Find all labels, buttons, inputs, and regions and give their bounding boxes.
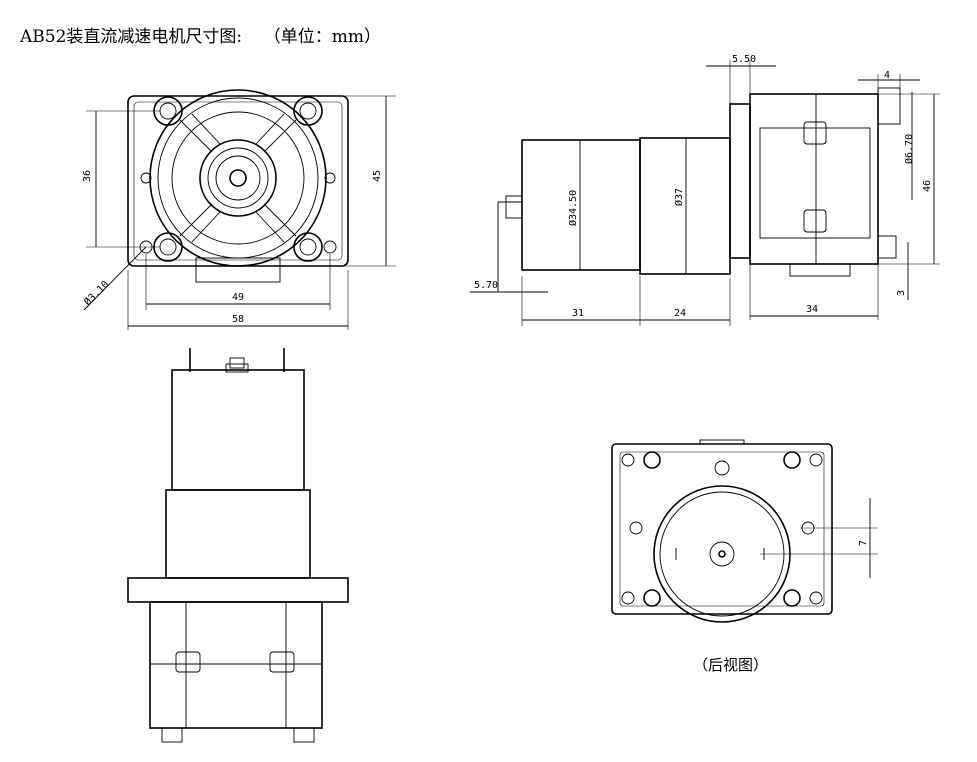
dim-side-shaft-len: 4 [884, 70, 890, 81]
dim-side-base: 3 [896, 290, 907, 296]
dim-side-terminal: 5.70 [474, 280, 498, 291]
page-title: AB52装直流减速电机尺寸图: （单位：mm） [20, 27, 381, 47]
top-view [127, 348, 349, 743]
dim-front-hole-dia: Ø3.10 [82, 278, 112, 308]
back-view: 7 [611, 439, 878, 623]
dim-front-width-inner: 49 [232, 292, 244, 303]
side-view: 5.50 4 Ø6.70 46 3 Ø34.50 Ø37 5.70 31 24 … [470, 54, 940, 326]
dim-side-gear-dia: Ø37 [673, 188, 685, 206]
dim-side-height: 46 [922, 180, 933, 192]
dim-side-shaft-dia: Ø6.70 [903, 134, 915, 164]
dim-side-flange: 5.50 [732, 54, 756, 65]
dim-side-motor-len: 31 [572, 308, 584, 319]
front-view: 36 45 49 58 Ø3.10 [82, 89, 396, 330]
dim-back-offset: 7 [858, 540, 869, 546]
back-view-caption: （后视图） [693, 656, 769, 674]
dim-side-head-len: 34 [806, 304, 818, 315]
dim-side-motor-dia: Ø34.50 [567, 190, 579, 226]
dim-front-height-inner: 36 [82, 170, 93, 182]
dim-front-width-outer: 58 [232, 314, 244, 325]
dim-front-height-outer: 45 [372, 170, 383, 182]
dim-side-gear-len: 24 [674, 308, 686, 319]
